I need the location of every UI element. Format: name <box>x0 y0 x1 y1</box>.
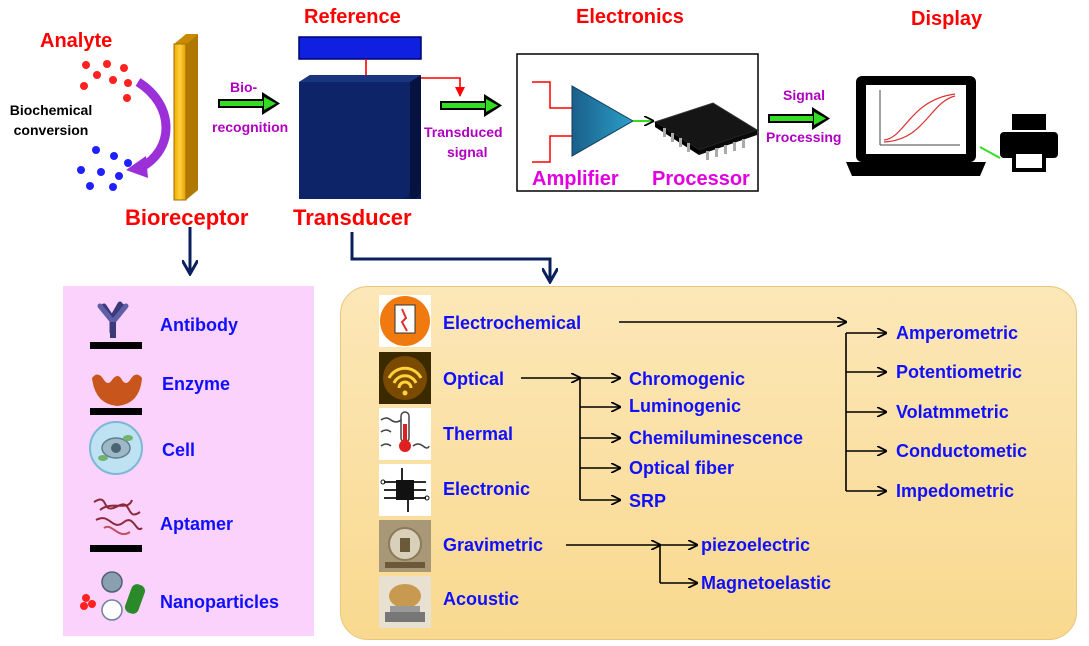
printer-icon <box>1000 114 1058 172</box>
optical-type-srp: SRP <box>629 491 667 511</box>
nanoparticles-icon <box>80 571 146 621</box>
transducer-down-arrow <box>350 232 550 280</box>
bioreceptor-item-cell: Cell <box>162 440 196 460</box>
electronics-label: Electronics <box>576 6 684 28</box>
conversion-label: conversion <box>13 122 89 138</box>
processor-chip <box>653 102 759 160</box>
biorecognition-label-1: Bio- <box>230 79 258 95</box>
bioreceptor-item-aptamer: Aptamer <box>160 514 234 534</box>
antibody-icon <box>90 301 142 349</box>
transducer-item-optical: Optical <box>443 369 505 389</box>
laptop-printer-link <box>979 146 1001 159</box>
transducer-panel <box>340 286 1077 640</box>
bioreceptor-bar <box>173 34 198 201</box>
processing-label: Processing <box>766 129 842 145</box>
amplifier-label: Amplifier <box>532 168 619 190</box>
electrochemical-type-potentiometric: Potentiometric <box>896 362 1023 382</box>
electrochemical-type-amperometric: Amperometric <box>896 323 1019 343</box>
transduced-label-1: Transduced <box>424 124 503 140</box>
cell-icon <box>89 421 143 475</box>
optical-icon <box>379 352 431 404</box>
transduced-label-2: signal <box>447 144 488 160</box>
reference-label: Reference <box>304 6 401 28</box>
bioreceptor-item-antibody: Antibody <box>160 315 238 335</box>
electrochemical-icon <box>379 295 431 347</box>
gravimetric-icon <box>379 520 431 572</box>
green-arrows <box>218 92 830 130</box>
bioreceptor-item-enzyme: Enzyme <box>162 374 231 394</box>
transducer-item-electrochemical: Electrochemical <box>443 313 582 333</box>
transducer-item-thermal: Thermal <box>443 424 514 444</box>
transducer-item-acoustic: Acoustic <box>443 589 520 609</box>
gravimetric-branches <box>566 545 697 583</box>
optical-type-chemiluminescence: Chemiluminescence <box>629 428 804 448</box>
transducer-block <box>299 75 421 199</box>
gravimetric-type-piezoelectric: piezoelectric <box>701 535 811 555</box>
signal-label: Signal <box>783 87 826 103</box>
processor-label: Processor <box>652 168 750 190</box>
optical-type-optical-fiber: Optical fiber <box>629 458 735 478</box>
analyte-molecules <box>80 60 132 102</box>
bioreceptor-item-nanoparticles: Nanoparticles <box>160 592 280 612</box>
biorecognition-label-2: recognition <box>212 119 289 135</box>
electrochemical-type-conductometric: Conductometic <box>896 441 1028 461</box>
biochemical-label: Biochemical <box>9 102 93 118</box>
gravimetric-type-magnetoelastic: Magnetoelastic <box>701 573 832 593</box>
enzyme-icon <box>90 374 142 415</box>
electrochemical-branches <box>619 322 886 491</box>
bioreceptor-label: Bioreceptor <box>125 205 249 230</box>
electrochemical-type-voltammetric: Volatmmetric <box>896 402 1009 422</box>
electrochemical-type-impedometric: Impedometric <box>896 481 1015 501</box>
electronic-icon <box>379 464 431 516</box>
optical-type-chromogenic: Chromogenic <box>629 369 746 389</box>
transducer-item-gravimetric: Gravimetric <box>443 535 544 555</box>
amplifier-circuit <box>532 81 653 163</box>
transducer-item-electronic: Electronic <box>443 479 531 499</box>
conversion-arrow <box>126 78 171 178</box>
optical-branches <box>521 378 620 500</box>
reference-block <box>298 36 422 60</box>
transducer-label: Transducer <box>293 205 412 230</box>
optical-type-luminogenic: Luminogenic <box>629 396 741 416</box>
thermal-icon <box>379 408 431 460</box>
aptamer-icon <box>90 498 143 552</box>
analyte-label: Analyte <box>40 30 113 52</box>
display-label: Display <box>911 8 983 30</box>
converted-molecules <box>77 146 132 191</box>
acoustic-icon <box>379 576 431 628</box>
laptop-icon <box>846 76 986 176</box>
